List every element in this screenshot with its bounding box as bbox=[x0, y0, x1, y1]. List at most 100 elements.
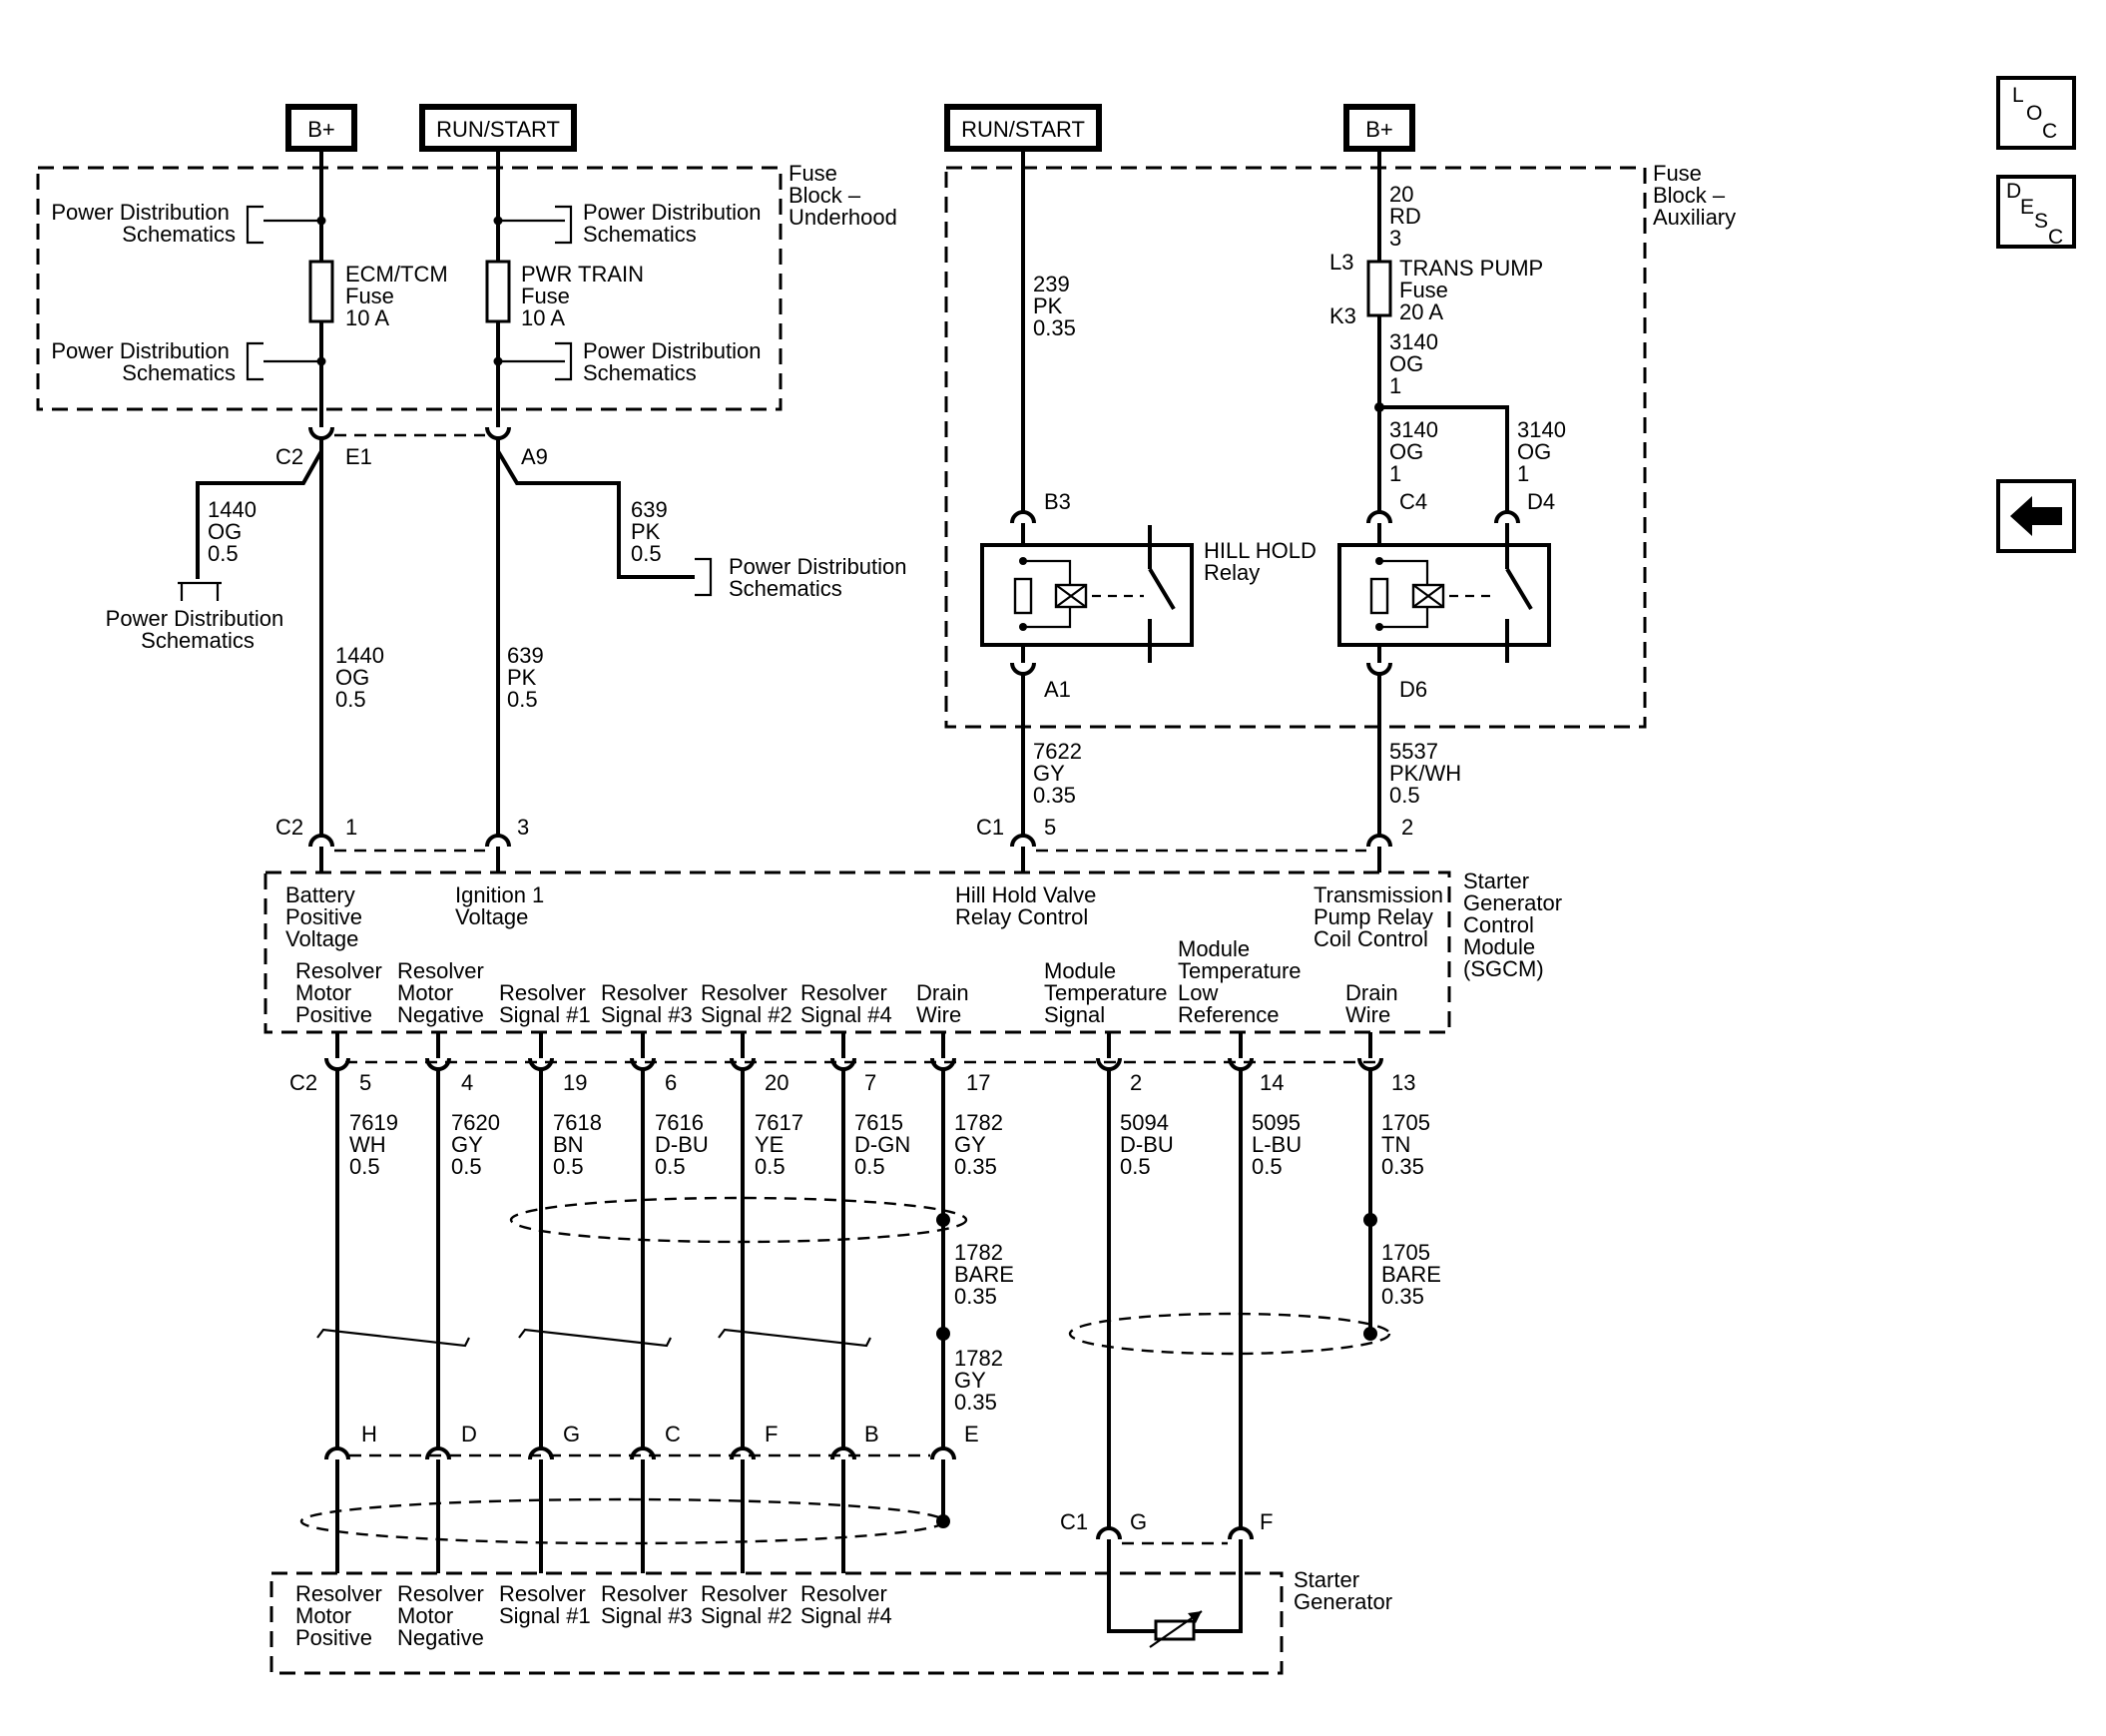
wire-7619-label: 7619 WH 0.5 bbox=[349, 1110, 404, 1179]
svg-text:D: D bbox=[2006, 180, 2021, 203]
svg-text:D: D bbox=[461, 1422, 477, 1447]
sgcm-mod-temp-low: Module Temperature Low Reference bbox=[1178, 936, 1308, 1027]
svg-text:D4: D4 bbox=[1527, 489, 1555, 514]
hill-hold-relay-label: HILL HOLD Relay bbox=[1204, 538, 1322, 585]
starter-generator-label: Starter Generator bbox=[1294, 1567, 1392, 1614]
sgcm-mod-temp-signal: Module Temperature Signal bbox=[1044, 958, 1174, 1027]
fuse-block-underhood-label: Fuse Block – Underhood bbox=[789, 161, 897, 230]
sgcm-pin-2-top bbox=[1366, 834, 1392, 848]
svg-text:L: L bbox=[2012, 84, 2024, 107]
svg-text:B3: B3 bbox=[1044, 489, 1071, 514]
svg-text:C2: C2 bbox=[275, 444, 303, 469]
svg-text:A9: A9 bbox=[521, 444, 548, 469]
shield-lower bbox=[299, 1497, 946, 1545]
connector-c2-e1 bbox=[308, 426, 334, 440]
wire-3140-b: 3140 OG 1 bbox=[1389, 417, 1444, 486]
wire-639-branch: 639 PK 0.5 bbox=[631, 497, 674, 566]
svg-text:A1: A1 bbox=[1044, 677, 1071, 702]
svg-text:E: E bbox=[2020, 196, 2034, 219]
wire-5094-label: 5094 D-BU 0.5 bbox=[1120, 1110, 1180, 1179]
sgcm-res-sig2: Resolver Signal #2 bbox=[701, 980, 793, 1027]
sg-res-sig2: Resolver Signal #2 bbox=[701, 1581, 793, 1628]
wire-7615-label: 7615 D-GN 0.5 bbox=[854, 1110, 916, 1179]
svg-text:D6: D6 bbox=[1399, 677, 1427, 702]
power-run-start-left-label: RUN/START bbox=[436, 117, 560, 142]
svg-text:14: 14 bbox=[1260, 1070, 1284, 1095]
fuse-trans-pump bbox=[1366, 260, 1392, 317]
sgcm-res-sig1: Resolver Signal #1 bbox=[499, 980, 592, 1027]
sgcm-res-motor-pos: Resolver Motor Positive bbox=[295, 958, 388, 1027]
loc-button[interactable]: L O C bbox=[1996, 76, 2076, 150]
wire-5537: 5537 PK/WH 0.5 bbox=[1389, 739, 1467, 808]
sg-res-sig4: Resolver Signal #4 bbox=[800, 1581, 893, 1628]
wire-239: 239 PK 0.35 bbox=[1033, 272, 1076, 340]
svg-text:C2: C2 bbox=[289, 1070, 317, 1095]
fuse-block-auxiliary-label: Fuse Block – Auxiliary bbox=[1653, 161, 1736, 230]
wire-1705-tn-label: 1705 TN 0.35 bbox=[1381, 1110, 1436, 1179]
sgcm-pin-c1-5 bbox=[1010, 834, 1036, 848]
back-arrow-icon bbox=[2010, 496, 2062, 536]
sgcm-battery-positive: Battery Positive Voltage bbox=[285, 882, 368, 951]
sgcm-res-sig3: Resolver Signal #3 bbox=[601, 980, 694, 1027]
connector-d6 bbox=[1366, 662, 1392, 676]
svg-text:6: 6 bbox=[665, 1070, 677, 1095]
wire-1440-main: 1440 OG 0.5 bbox=[335, 643, 390, 712]
svg-text:2: 2 bbox=[1130, 1070, 1142, 1095]
svg-text:K3: K3 bbox=[1329, 303, 1356, 328]
wire-3140-c: 3140 OG 1 bbox=[1517, 417, 1572, 486]
sgcm-trans-pump-relay: Transmission Pump Relay Coil Control bbox=[1314, 882, 1449, 951]
fuse-ecm-tcm bbox=[308, 260, 334, 323]
fuse-block-underhood-outline bbox=[36, 166, 783, 411]
svg-text:F: F bbox=[1260, 1509, 1273, 1534]
svg-text:20: 20 bbox=[765, 1070, 789, 1095]
fuse-trans-pump-label: TRANS PUMP Fuse 20 A bbox=[1399, 256, 1549, 324]
trans-pump-relay bbox=[1337, 543, 1551, 647]
starter-generator-outline bbox=[269, 1571, 1284, 1675]
connector-c4 bbox=[1366, 510, 1392, 524]
fuse-pwr-train bbox=[485, 260, 511, 323]
pds-ref-6: Power Distribution Schematics bbox=[729, 554, 913, 601]
connector-c1-g bbox=[1096, 1526, 1122, 1540]
power-bplus-right-label: B+ bbox=[1365, 117, 1393, 142]
svg-text:H: H bbox=[361, 1422, 377, 1447]
svg-text:G: G bbox=[1130, 1509, 1147, 1534]
sgcm-res-motor-neg: Resolver Motor Negative bbox=[397, 958, 490, 1027]
desc-button[interactable]: D E S C bbox=[1996, 175, 2076, 249]
sg-res-sig3: Resolver Signal #3 bbox=[601, 1581, 694, 1628]
sgcm-pin-3 bbox=[485, 834, 511, 848]
wire-5095-label: 5095 L-BU 0.5 bbox=[1252, 1110, 1308, 1179]
power-run-start-right-label: RUN/START bbox=[961, 117, 1085, 142]
svg-text:7: 7 bbox=[864, 1070, 876, 1095]
sgcm-ignition-1: Ignition 1 Voltage bbox=[455, 882, 550, 929]
svg-text:17: 17 bbox=[966, 1070, 990, 1095]
connector-f bbox=[1228, 1526, 1254, 1540]
svg-text:C2: C2 bbox=[275, 815, 303, 840]
wire-7616-label: 7616 D-BU 0.5 bbox=[655, 1110, 715, 1179]
svg-text:C4: C4 bbox=[1399, 489, 1427, 514]
sg-res-motor-neg: Resolver Motor Negative bbox=[397, 1581, 490, 1650]
pds-ref-3: Power Distribution Schematics bbox=[583, 200, 768, 247]
svg-text:C1: C1 bbox=[976, 815, 1004, 840]
svg-text:B: B bbox=[864, 1422, 879, 1447]
sgcm-drain-wire-2: Drain Wire bbox=[1345, 980, 1404, 1027]
svg-text:O: O bbox=[2026, 102, 2042, 125]
sgcm-pin-1 bbox=[308, 834, 334, 848]
hill-hold-relay bbox=[980, 543, 1194, 647]
wire-639-main: 639 PK 0.5 bbox=[507, 643, 550, 712]
sgcm-module-outline bbox=[263, 870, 1451, 1034]
starter-gen-connector-row bbox=[324, 1447, 956, 1460]
wire-7620-label: 7620 GY 0.5 bbox=[451, 1110, 506, 1179]
power-run-start-right: RUN/START bbox=[944, 104, 1102, 152]
wire-1782-gy-label: 1782 GY 0.35 bbox=[954, 1110, 1009, 1179]
fuse-block-auxiliary-outline bbox=[944, 166, 1647, 729]
wire-1782-gy-lower-label: 1782 GY 0.35 bbox=[954, 1346, 1009, 1415]
sgcm-drain-wire-1: Drain Wire bbox=[916, 980, 975, 1027]
svg-text:E: E bbox=[964, 1422, 979, 1447]
fuse-ecm-tcm-label: ECM/TCM Fuse 10 A bbox=[345, 262, 454, 330]
back-button[interactable] bbox=[1996, 479, 2076, 553]
svg-text:5: 5 bbox=[359, 1070, 371, 1095]
sg-res-motor-pos: Resolver Motor Positive bbox=[295, 1581, 388, 1650]
svg-text:1: 1 bbox=[345, 815, 357, 840]
svg-text:C: C bbox=[2042, 120, 2057, 143]
